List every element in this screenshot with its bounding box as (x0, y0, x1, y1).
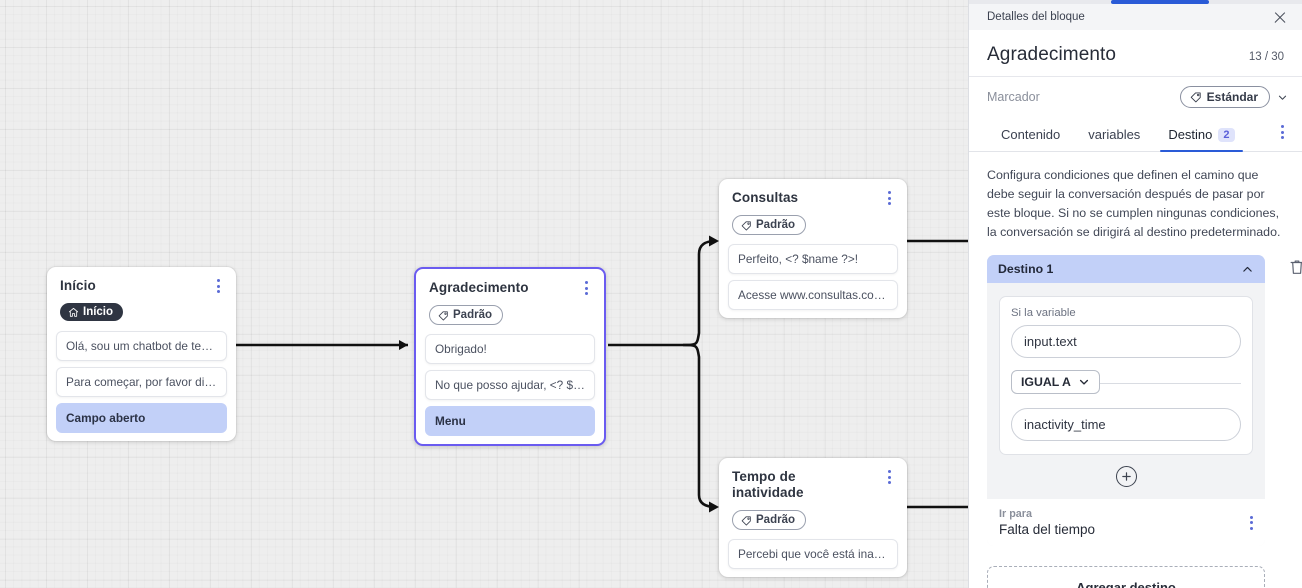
node-row[interactable]: Acesse www.consultas.com par... (728, 279, 898, 310)
tab-badge: 2 (1218, 127, 1235, 142)
tab-label: variables (1088, 127, 1141, 142)
tag-icon (438, 311, 448, 321)
destination-wrap: Destino 1 Si la variable input.text IGUA… (969, 255, 1302, 547)
goto-label: Ir para (999, 508, 1033, 521)
tab-contenido[interactable]: Contenido (987, 121, 1074, 151)
tab-variables[interactable]: variables (1074, 121, 1154, 151)
tag-icon (741, 516, 751, 526)
compare-value-field[interactable]: inactivity_time (1011, 408, 1241, 442)
panel-title-row: Agradecimento 13 / 30 (969, 30, 1302, 77)
node-tag[interactable]: Início (60, 303, 124, 322)
block-details-panel: Detalles del bloque Agradecimento 13 / 3… (968, 0, 1302, 588)
panel-content: Configura condiciones que definen el cam… (969, 152, 1302, 588)
node-header: Agradecimento Padrão (416, 269, 604, 334)
node-tag[interactable]: Padrão (429, 305, 503, 326)
flow-node-agradecimento[interactable]: Agradecimento Padrão Obrigado! No que po… (414, 267, 606, 446)
more-vertical-icon[interactable] (1250, 515, 1253, 530)
marker-label: Marcador (987, 90, 1040, 104)
node-tag-label: Padrão (453, 309, 492, 322)
node-row[interactable]: Para começar, por favor digite o ... (56, 366, 227, 397)
condition-label: Si la variable (1011, 307, 1076, 320)
node-body: Perfeito, <? $name ?>! Acesse www.consul… (719, 243, 907, 310)
character-counter: 13 / 30 (1248, 51, 1284, 63)
node-row[interactable]: Campo aberto (56, 402, 227, 433)
tab-label: Destino (1168, 127, 1213, 142)
add-destination-button[interactable]: Agregar destino (987, 566, 1265, 588)
node-row[interactable]: Perfeito, <? $name ?>! (728, 243, 898, 274)
node-row[interactable]: Obrigado! (425, 333, 595, 364)
destination-header-label: Destino 1 (998, 262, 1054, 277)
chevron-down-icon[interactable] (1277, 92, 1288, 103)
goto-value: Falta del tiempo (999, 522, 1096, 538)
node-tag[interactable]: Padrão (732, 510, 806, 531)
marker-pill-label: Estándar (1206, 90, 1258, 104)
panel-drag-handle[interactable] (1111, 0, 1209, 4)
operator-divider (1011, 383, 1241, 385)
node-title: Tempo de inatividade (732, 469, 804, 501)
home-icon (68, 307, 79, 317)
tag-icon (1190, 92, 1201, 103)
node-row[interactable]: Olá, sou um chatbot de teste! (56, 330, 227, 361)
page-title: Agradecimento (987, 44, 1117, 65)
destination-card: Destino 1 Si la variable input.text IGUA… (987, 255, 1265, 547)
flow-node-consultas[interactable]: Consultas Padrão Perfeito, <? $name ?>! … (719, 179, 907, 318)
chevron-down-icon (1079, 380, 1088, 385)
variable-field[interactable]: input.text (1011, 325, 1241, 359)
close-icon[interactable] (1272, 9, 1288, 25)
node-tag-label: Início (83, 306, 114, 319)
panel-header: Detalles del bloque (969, 4, 1302, 30)
node-body: Olá, sou um chatbot de teste! Para começ… (47, 330, 236, 433)
node-body: Percebi que você está inativo. C... (719, 538, 907, 569)
node-row[interactable]: Menu (425, 405, 595, 436)
node-header: Início Início (47, 267, 236, 331)
chevron-up-icon[interactable] (1241, 263, 1254, 276)
panel-top-strip (969, 0, 1302, 4)
tag-icon (741, 221, 751, 231)
goto-row[interactable]: Ir para Falta del tiempo (987, 499, 1265, 547)
marker-control[interactable]: Estándar (1179, 86, 1288, 108)
node-tag[interactable]: Padrão (732, 215, 806, 236)
node-menu-icon[interactable] (881, 189, 897, 207)
destination-description: Configura condiciones que definen el cam… (987, 168, 1281, 239)
tab-label: Contenido (1001, 127, 1061, 142)
panel-header-title: Detalles del bloque (987, 11, 1085, 23)
goto-texts: Ir para Falta del tiempo (999, 508, 1095, 537)
add-condition-wrap (987, 455, 1265, 499)
panel-tabs: Contenido variables Destino 2 (969, 117, 1302, 152)
operator-row: IGUAL A (1011, 370, 1241, 396)
operator-label: IGUAL A (1021, 375, 1071, 390)
more-vertical-icon[interactable] (1277, 117, 1288, 151)
marker-pill[interactable]: Estándar (1179, 86, 1270, 108)
plus-circle-icon[interactable] (1115, 466, 1137, 488)
flow-node-inatividade[interactable]: Tempo de inatividade Padrão Percebi que … (719, 458, 907, 577)
node-tag-label: Padrão (756, 514, 795, 527)
node-body: Obrigado! No que posso ajudar, <? $name … (416, 333, 604, 436)
node-row[interactable]: No que posso ajudar, <? $name ... (425, 369, 595, 400)
node-row[interactable]: Percebi que você está inativo. C... (728, 538, 898, 569)
operator-select[interactable]: IGUAL A (1011, 370, 1100, 395)
marker-row: Marcador Estándar (969, 77, 1302, 117)
flow-canvas[interactable]: Início Início Olá, sou um chatbot de tes… (0, 0, 968, 588)
node-menu-icon[interactable] (578, 279, 594, 297)
node-tag-label: Padrão (756, 219, 795, 232)
node-title: Agradecimento (429, 280, 529, 295)
node-header: Tempo de inatividade Padrão (719, 458, 907, 539)
node-menu-icon[interactable] (210, 277, 226, 295)
flow-node-inicio[interactable]: Início Início Olá, sou um chatbot de tes… (47, 267, 236, 441)
condition-box: Si la variable input.text IGUAL A (999, 296, 1253, 456)
node-title: Início (60, 278, 96, 293)
tab-destino[interactable]: Destino 2 (1154, 121, 1248, 152)
destination-header[interactable]: Destino 1 (987, 255, 1265, 284)
node-menu-icon[interactable] (881, 468, 897, 486)
node-header: Consultas Padrão (719, 179, 907, 244)
add-destination-label: Agregar destino (1076, 579, 1176, 588)
node-title: Consultas (732, 190, 799, 205)
trash-icon[interactable] (1288, 258, 1302, 276)
